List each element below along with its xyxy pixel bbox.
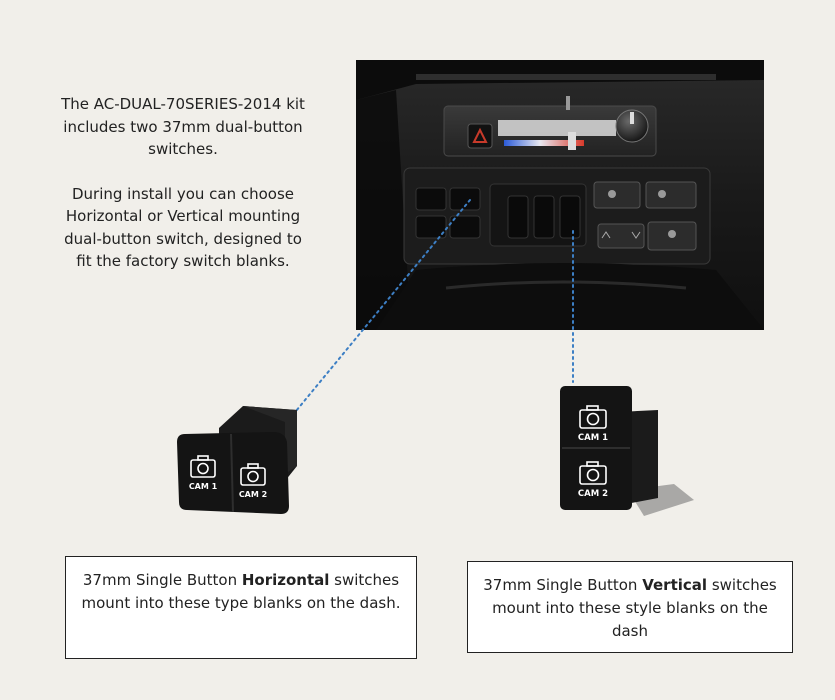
caption-vertical-suffix: switches mount into these style blanks o… xyxy=(492,576,777,640)
dashboard-photo xyxy=(356,60,764,330)
horizontal-dual-switch: CAM 1 CAM 2 xyxy=(173,402,301,518)
caption-vertical-emphasis: Vertical xyxy=(642,576,708,594)
caption-horizontal-prefix: 37mm Single Button xyxy=(82,571,242,589)
switch-v-button-2-label: CAM 2 xyxy=(578,489,608,499)
camera-icon xyxy=(190,455,216,478)
intro-text: The AC-DUAL-70SERIES-2014 kit includes t… xyxy=(58,93,308,273)
caption-horizontal-emphasis: Horizontal xyxy=(241,571,330,589)
caption-vertical: 37mm Single Button Vertical switches mou… xyxy=(467,561,793,653)
dashboard-illustration xyxy=(356,60,764,330)
caption-vertical-prefix: 37mm Single Button xyxy=(483,576,643,594)
camera-icon xyxy=(579,405,607,429)
intro-paragraph-2: During install you can choose Horizontal… xyxy=(64,184,302,271)
caption-horizontal: 37mm Single Button Horizontal switches m… xyxy=(65,556,417,659)
camera-icon xyxy=(579,461,607,485)
switch-h-button-2-label: CAM 2 xyxy=(239,490,267,499)
intro-paragraph-1: The AC-DUAL-70SERIES-2014 kit includes t… xyxy=(61,95,305,158)
caption-horizontal-suffix: switches mount into these type blanks on… xyxy=(81,571,401,612)
switch-h-button-1-label: CAM 1 xyxy=(189,482,218,491)
camera-icon xyxy=(240,463,266,486)
switch-v-button-1-label: CAM 1 xyxy=(578,433,608,443)
vertical-dual-switch: CAM 1 CAM 2 xyxy=(548,382,700,520)
